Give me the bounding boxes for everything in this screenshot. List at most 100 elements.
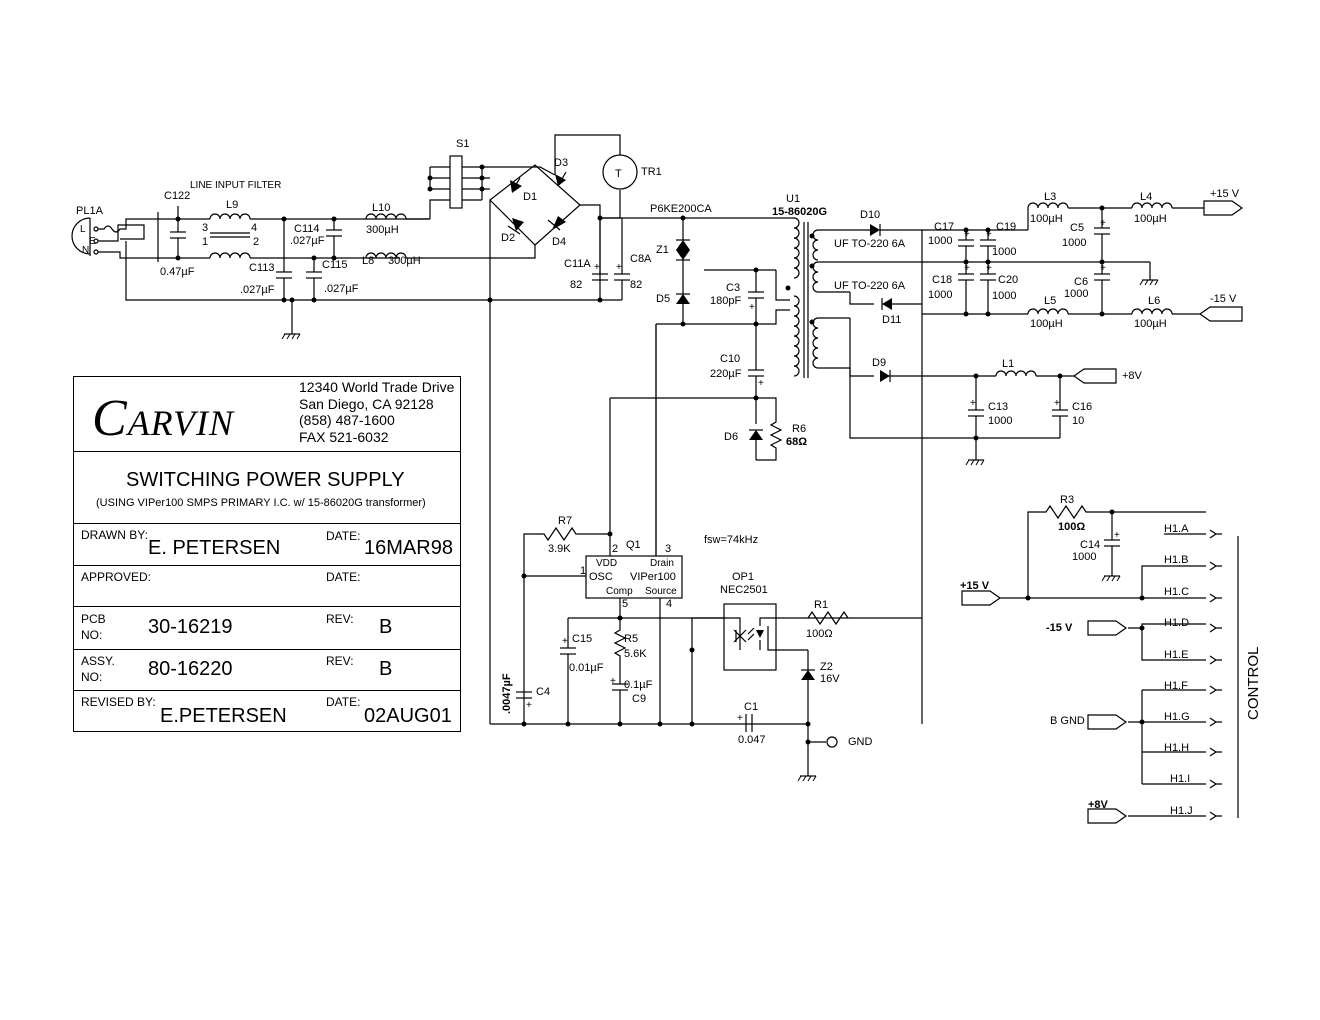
svg-text:+: + <box>1100 218 1106 229</box>
q1-part: VIPer100 <box>630 571 676 583</box>
l4-value: 100µH <box>1134 213 1167 225</box>
auxiliary-winding-circuit <box>609 269 790 534</box>
svg-text:+: + <box>610 676 616 687</box>
q1-source: Source <box>645 586 677 597</box>
l9-pin1: 1 <box>202 236 208 248</box>
drawn-by-label: DRAWN BY: <box>81 528 148 542</box>
plus8v-label: +8V <box>1122 370 1143 382</box>
h1c-label: H1.C <box>1164 586 1189 598</box>
control-connector <box>1000 504 1239 818</box>
op1-part: NEC2501 <box>720 584 768 596</box>
pl1a-label: PL1A <box>76 205 104 217</box>
assy-label: ASSY. <box>81 654 115 668</box>
svg-text:+: + <box>1100 263 1106 274</box>
c14-label: C14 <box>1080 539 1100 551</box>
c113-value: .027µF <box>240 284 275 296</box>
address-line-4: FAX 521-6032 <box>299 428 389 445</box>
d11-label: D11 <box>882 314 901 326</box>
u1-part: 15-86020G <box>772 206 827 218</box>
r7-value: 3.9K <box>548 543 571 555</box>
address-line-2: San Diego, CA 92128 <box>299 395 434 412</box>
c1-capacitor <box>745 714 753 732</box>
tr1-label: TR1 <box>641 166 662 178</box>
control-label: CONTROL <box>1245 647 1262 720</box>
c122-value: 0.47µF <box>160 266 195 278</box>
pcb-no-label: NO: <box>81 628 103 642</box>
l9-pin2: 2 <box>253 236 259 248</box>
c9-label: C9 <box>632 693 646 705</box>
title-block: CARVIN 12340 World Trade Drive San Diego… <box>73 376 461 732</box>
ctl-plus8v-label: +8V <box>1088 799 1109 811</box>
d2-label: D2 <box>501 232 515 244</box>
c10-value: 220µF <box>710 368 742 380</box>
h1a-label: H1.A <box>1164 523 1189 535</box>
q1-pin4: 4 <box>666 598 672 610</box>
assy-no-label: NO: <box>81 670 103 684</box>
q1-comp: Comp <box>606 586 633 597</box>
l9-pin3: 3 <box>202 222 208 234</box>
approved-date-label: DATE: <box>326 570 361 584</box>
l6-value: 100µH <box>1134 318 1167 330</box>
l10-inductor <box>365 213 407 220</box>
c122-capacitor <box>157 206 210 262</box>
address-line-3: (858) 487-1600 <box>299 412 395 428</box>
svg-text:+: + <box>526 700 532 711</box>
l5-value: 100µH <box>1030 318 1063 330</box>
svg-text:+: + <box>964 263 970 274</box>
ctl-minus15v-label: -15 V <box>1046 622 1073 634</box>
date-value: 16MAR98 <box>364 537 453 559</box>
c8a-value: 82 <box>630 279 642 291</box>
neutral-pin-label: N <box>82 245 89 256</box>
revised-by-label: REVISED BY: <box>81 695 156 709</box>
output-filter-capacitors <box>958 230 996 314</box>
l3-label: L3 <box>1044 191 1056 203</box>
approved-label: APPROVED: <box>81 570 152 584</box>
primary-ground-icon <box>797 767 817 782</box>
r6-label: R6 <box>792 423 806 435</box>
c4-value: .0047µF <box>501 673 513 714</box>
assy-rev: B <box>379 658 393 680</box>
revised-date-label: DATE: <box>326 695 361 709</box>
l9-label: L9 <box>226 199 238 211</box>
ctl-minus15v-flag <box>1087 620 1127 636</box>
r1-value: 100Ω <box>806 628 833 640</box>
assy-rev-label: REV: <box>326 654 354 668</box>
c11a-label: C11A <box>564 258 591 270</box>
r5-label: R5 <box>624 633 638 645</box>
c4-label: C4 <box>536 686 550 698</box>
fsw-label: fsw=74kHz <box>704 534 758 546</box>
c115-value: .027µF <box>324 283 359 295</box>
s1-switch <box>429 155 556 209</box>
op1-optocoupler <box>691 603 922 724</box>
l8-label: L8 <box>362 255 374 267</box>
b-gnd-label: B GND <box>1050 715 1085 727</box>
r3-value: 100Ω <box>1058 521 1085 533</box>
c11a-value: 82 <box>570 279 582 291</box>
l3-value: 100µH <box>1030 213 1063 225</box>
line-filter-label: LINE INPUT FILTER <box>190 180 281 191</box>
h1d-label: H1.D <box>1164 617 1189 629</box>
tr1-symbol: T <box>615 168 622 180</box>
d5-label: D5 <box>656 293 670 305</box>
l6-label: L6 <box>1148 295 1160 307</box>
s1-label: S1 <box>456 138 469 150</box>
c114-label: C114 <box>294 223 319 235</box>
c17-label: C17 <box>934 221 954 233</box>
input-ground-icon <box>281 325 301 340</box>
svg-text:+: + <box>1114 530 1120 541</box>
svg-text:+: + <box>964 229 970 240</box>
q1-pin2: 2 <box>612 543 618 555</box>
control-pin-connectors <box>1209 529 1223 821</box>
z1-label: Z1 <box>656 244 669 256</box>
revised-by-value: E.PETERSEN <box>160 705 287 727</box>
q1-pin1: 1 <box>580 565 586 577</box>
c6-label: C6 <box>1074 276 1088 288</box>
q1-vdd: VDD <box>596 558 617 569</box>
plus8v-section <box>880 370 1074 452</box>
svg-text:+: + <box>562 636 568 647</box>
plus15v-label: +15 V <box>1210 188 1240 200</box>
c9-value: 0.1µF <box>624 679 653 691</box>
pcb-number: 30-16219 <box>148 616 233 638</box>
c20-label: C20 <box>998 274 1018 286</box>
